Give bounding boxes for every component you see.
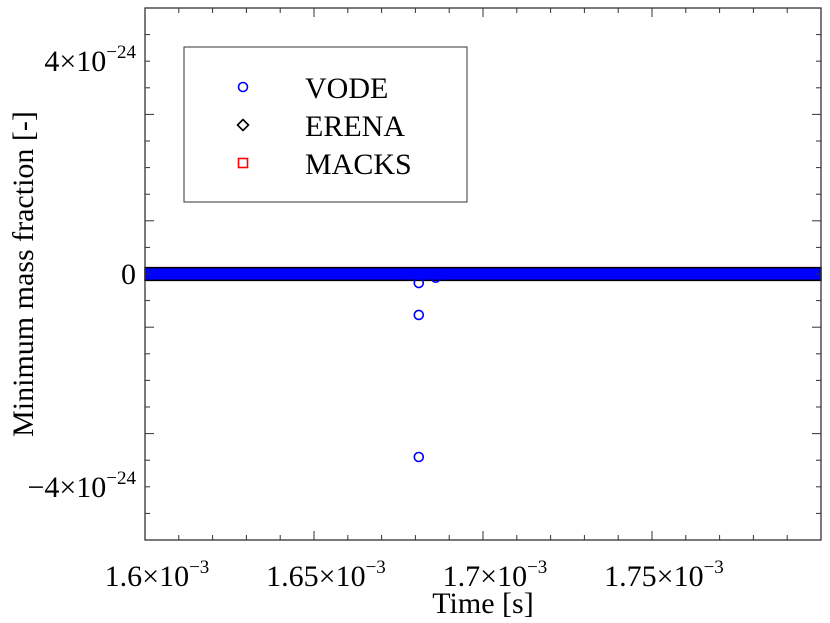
x-axis-ticks: 1.6×10−3 1.65×10−3 1.7×10−3 1.75×10−3 [105, 8, 822, 593]
legend-box [183, 46, 468, 203]
x-tick-label: 1.75×10−3 [604, 557, 724, 593]
y-tick-label: −4×10−24 [27, 468, 136, 504]
x-tick-label: 1.6×10−3 [105, 557, 210, 593]
data-point [413, 277, 425, 289]
data-point [430, 272, 441, 284]
data-point [413, 309, 425, 321]
vode-data-band [144, 266, 822, 282]
legend: VODE ERENA MACKS [183, 46, 468, 203]
vode-band [144, 266, 822, 282]
circle-marker-icon [237, 81, 249, 93]
x-axis-title: Time [s] [432, 587, 533, 620]
x-tick-label: 1.7×10−3 [443, 557, 548, 593]
legend-label: VODE [305, 72, 388, 105]
x-tick-label: 1.65×10−3 [266, 557, 386, 593]
legend-label: MACKS [305, 148, 412, 181]
legend-item-vode: VODE [237, 72, 388, 105]
legend-item-macks: MACKS [237, 148, 412, 181]
diamond-marker-icon [236, 118, 250, 132]
y-axis-ticks: 4×10−24 0 −4×10−24 [27, 7, 821, 541]
y-axis-title: Minimum mass fraction [-] [7, 111, 40, 437]
y-tick-label: 4×10−24 [44, 42, 136, 78]
data-point [413, 451, 425, 463]
square-marker-icon [237, 157, 249, 169]
legend-label: ERENA [305, 110, 405, 143]
data-points [413, 272, 441, 463]
legend-item-erena: ERENA [236, 110, 405, 143]
y-tick-label: 0 [121, 258, 136, 291]
